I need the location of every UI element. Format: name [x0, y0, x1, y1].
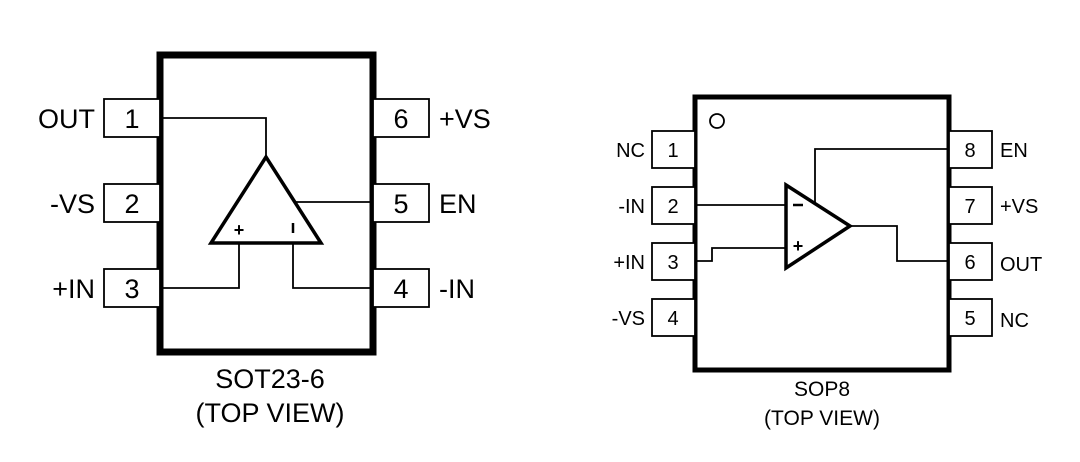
- sot23-pin-num-2: 2: [124, 189, 139, 219]
- sot23-opamp-symbol: [207, 153, 325, 245]
- sop8-pin-box-6: [948, 242, 993, 281]
- sop8-package: 1 2 3 4 8 7 6 5 NC -IN +IN -VS EN +VS OU…: [612, 94, 1042, 430]
- sop8-pin-label-6: OUT: [1000, 254, 1042, 276]
- sop8-wire-plus-in: [695, 247, 786, 262]
- sop8-opamp-symbol: [784, 181, 854, 272]
- sot23-pin-num-4: 4: [393, 274, 408, 304]
- sop8-pin-box-7: [948, 186, 993, 225]
- sot23-pin-label-5: EN: [439, 189, 477, 219]
- sot23-package: 1 2 3 6 5 4 OUT -VS +IN +VS EN -IN + SOT…: [38, 51, 491, 428]
- sop8-pin-box-5: [948, 298, 993, 337]
- sot23-pin-box-5: [372, 183, 430, 223]
- sot23-pin-label-2: -VS: [50, 189, 95, 219]
- sot23-pin-num-6: 6: [393, 104, 408, 134]
- sot23-wire-plus-in: [160, 243, 240, 289]
- sop8-package-name: SOP8: [794, 378, 850, 401]
- sot23-pin-box-2: [103, 183, 161, 223]
- sop8-pin-num-8: 8: [964, 140, 975, 162]
- sot23-pin-box-6: [372, 98, 430, 138]
- sop8-pin-label-3: +IN: [613, 252, 645, 274]
- sop8-pin-num-2: 2: [667, 196, 678, 218]
- sop8-pin-label-5: NC: [1000, 310, 1029, 332]
- sop8-pin-num-3: 3: [667, 252, 678, 274]
- sot23-view-label: (TOP VIEW): [195, 398, 344, 428]
- sot23-package-name: SOT23-6: [215, 364, 325, 394]
- sop8-body: [692, 94, 952, 373]
- sop8-pin-box-1: [651, 130, 696, 169]
- sop8-pin-label-8: EN: [1000, 140, 1028, 162]
- sop8-pin-num-7: 7: [964, 196, 975, 218]
- sop8-pin-box-3: [651, 242, 696, 281]
- sot23-wire-out: [160, 117, 267, 157]
- sop8-pin-label-2: -IN: [618, 196, 645, 218]
- sot23-body: [156, 51, 377, 356]
- sop8-wire-out: [850, 225, 949, 262]
- sot23-pin-label-3: +IN: [52, 274, 95, 304]
- sop8-pin-box-2: [651, 186, 696, 225]
- sop8-view-label: (TOP VIEW): [764, 407, 880, 430]
- sop8-pin-box-4: [651, 298, 696, 337]
- sop8-pin-label-1: NC: [616, 140, 645, 162]
- sot23-pin-box-3: [103, 268, 161, 308]
- sot23-pin-label-4: -IN: [439, 274, 475, 304]
- sop8-pin-label-7: +VS: [1000, 196, 1038, 218]
- sot23-pin-num-1: 1: [124, 104, 139, 134]
- sot23-wire-minus-in: [292, 243, 373, 289]
- sot23-pin-label-1: OUT: [38, 104, 95, 134]
- sop8-pin-num-6: 6: [964, 252, 975, 274]
- sop8-plus-sign: +: [793, 236, 804, 256]
- sop8-pin-num-5: 5: [964, 308, 975, 330]
- sot23-pin-num-3: 3: [124, 274, 139, 304]
- sot23-plus-sign: +: [234, 220, 245, 240]
- sot23-pin-box-1: [103, 98, 161, 138]
- sot23-pin-label-6: +VS: [439, 104, 491, 134]
- sop8-pin-num-1: 1: [667, 140, 678, 162]
- sot23-pin-num-5: 5: [393, 189, 408, 219]
- sop8-pin-num-4: 4: [667, 308, 678, 330]
- sop8-pin-box-8: [948, 130, 993, 169]
- sop8-wire-en: [814, 148, 949, 204]
- sop8-pin-label-4: -VS: [612, 308, 645, 330]
- sop8-pin1-marker: [709, 113, 725, 129]
